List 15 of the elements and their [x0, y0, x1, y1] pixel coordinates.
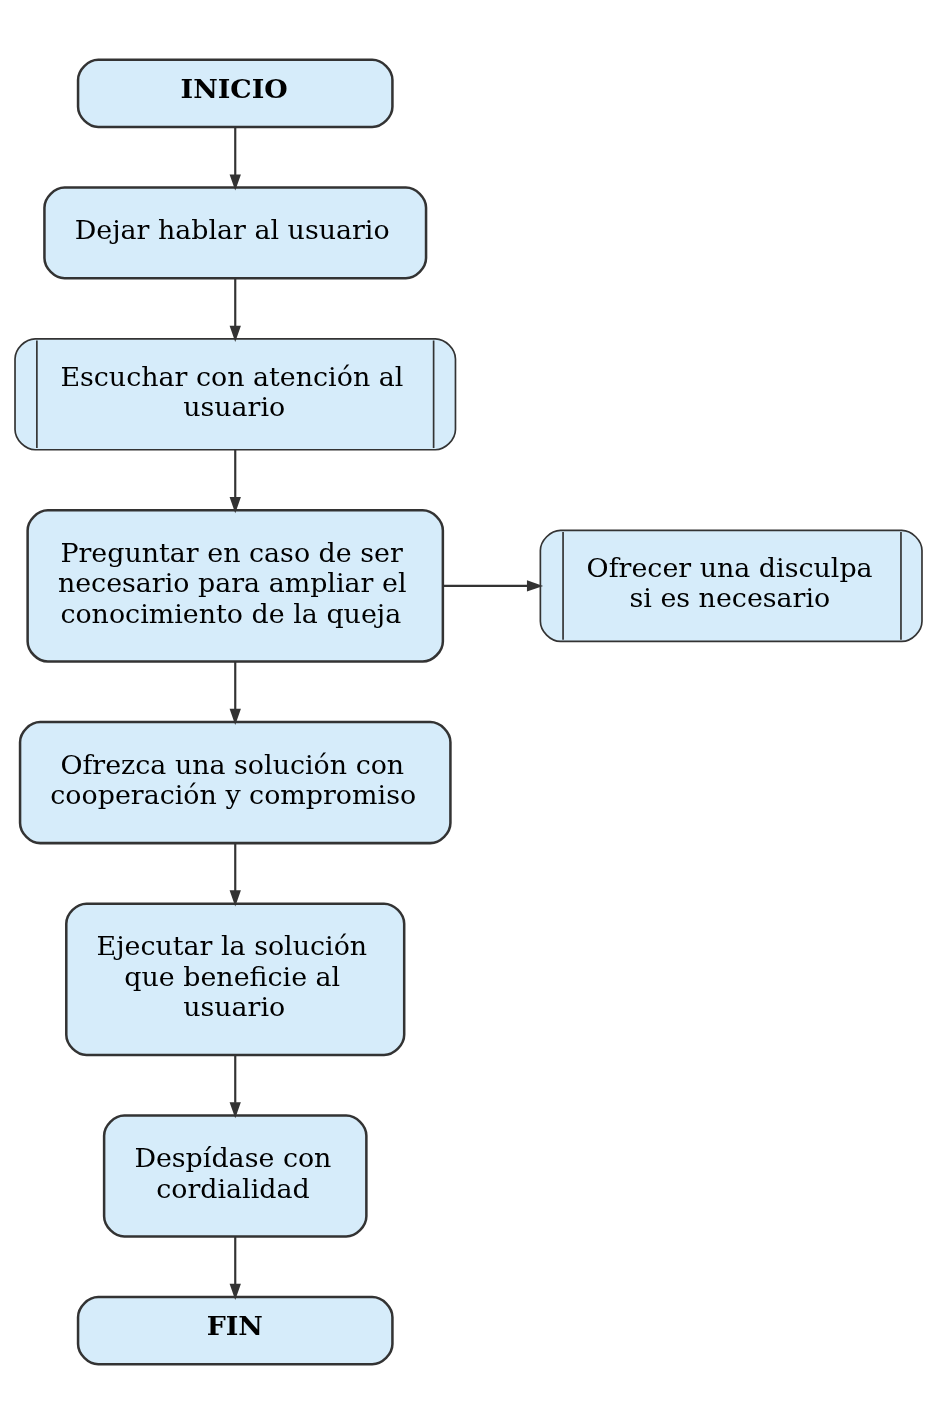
node-box: Dejar hablar al usuario — [43, 185, 428, 280]
arrow — [229, 1236, 241, 1300]
node-box: Ejecutar la solución que beneficie al usuario — [65, 901, 406, 1056]
arrow — [229, 449, 241, 513]
arrow — [229, 126, 241, 191]
node-box: Preguntar en caso de ser necesario para ampliar el conocimiento de la queja — [26, 508, 445, 663]
node-box: FIN — [76, 1295, 394, 1366]
node-box: INICIO — [76, 57, 394, 128]
node-box: Ofrezca una solución con cooperación y compromiso — [18, 720, 452, 844]
node-box: Despídase con cordialidad — [102, 1113, 368, 1238]
arrow — [229, 1054, 241, 1118]
arrow — [229, 661, 241, 725]
arrow — [229, 842, 241, 906]
arrow — [229, 278, 241, 342]
arrow — [443, 579, 544, 592]
